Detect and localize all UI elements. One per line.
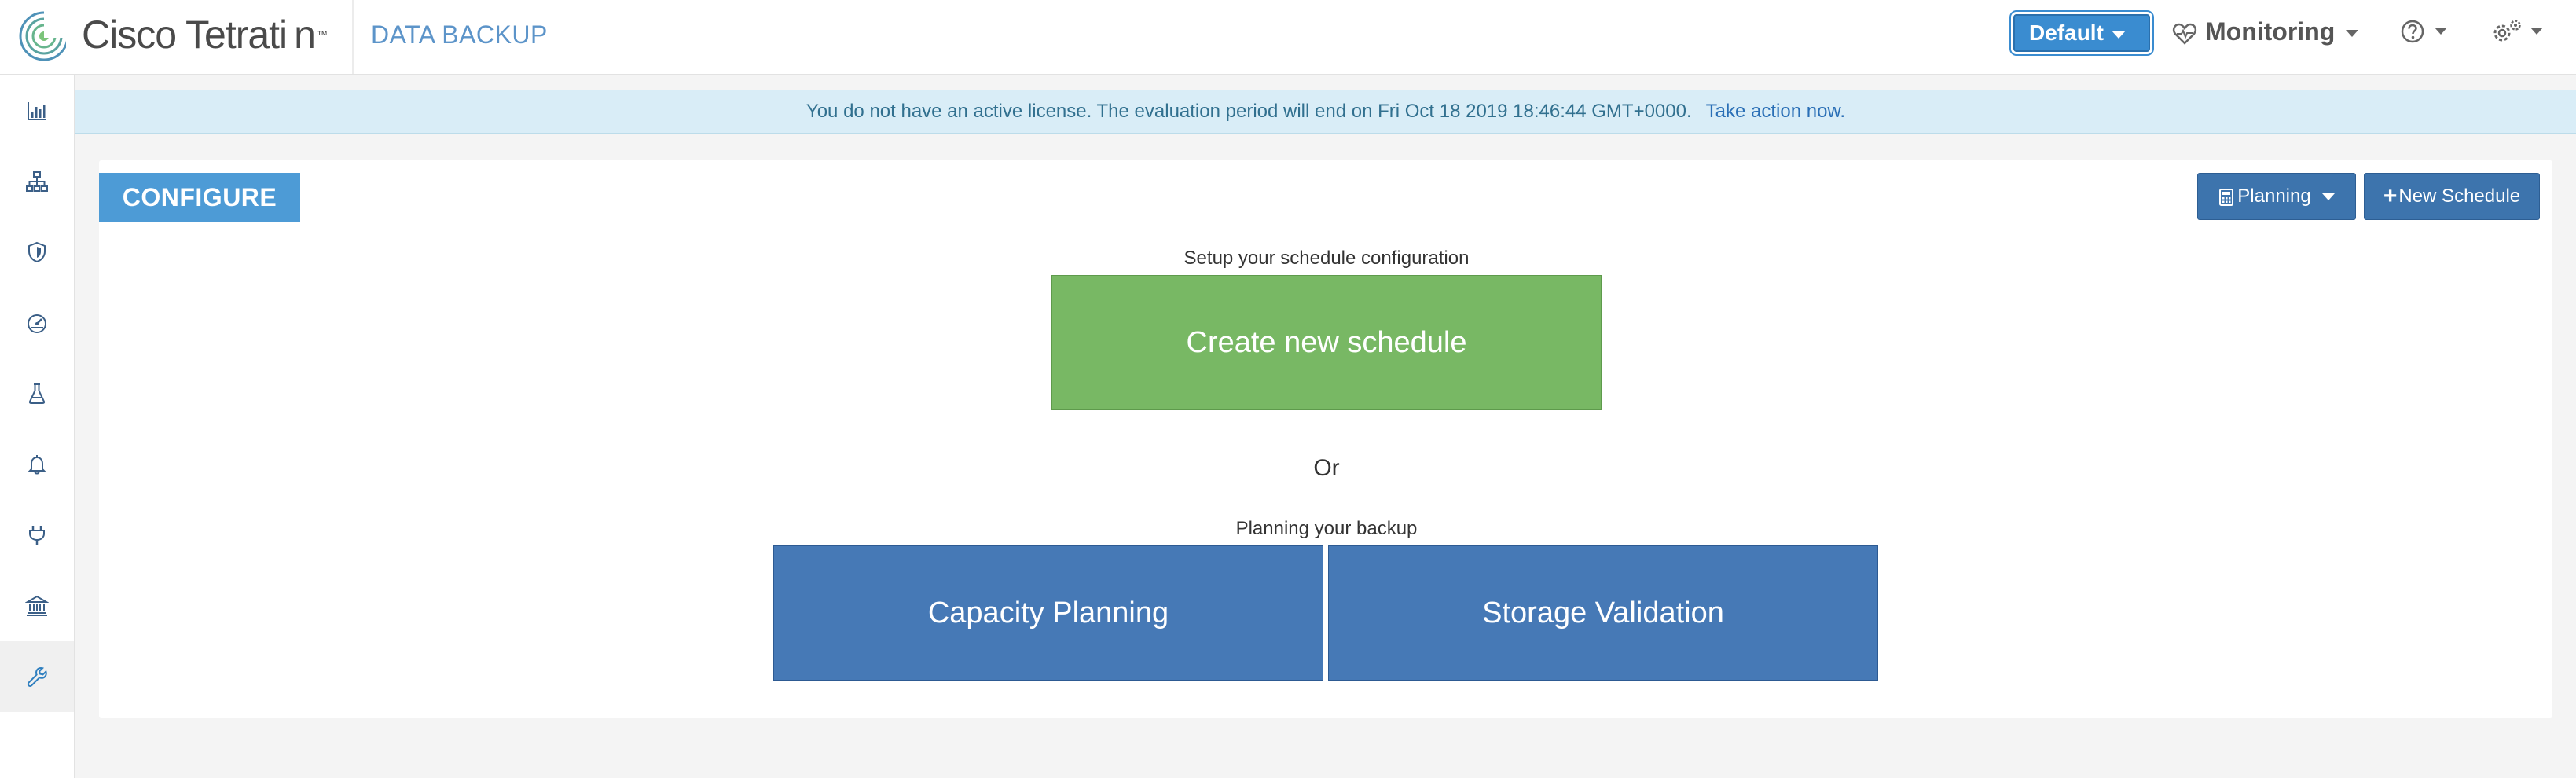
scope-label: Default	[2029, 20, 2104, 45]
wrench-icon	[27, 666, 47, 688]
help-menu[interactable]	[2400, 14, 2447, 49]
monitoring-label: Monitoring	[2205, 17, 2336, 46]
new-schedule-label: New Schedule	[2398, 185, 2521, 207]
section-title: CONFIGURE	[99, 173, 300, 222]
sidebar-item-alerts[interactable]	[0, 429, 74, 500]
chevron-down-icon	[2435, 28, 2447, 35]
sitemap-icon	[26, 171, 48, 192]
planning-label: Planning	[2237, 185, 2311, 207]
calculator-icon	[2219, 188, 2234, 206]
new-schedule-button[interactable]: +New Schedule	[2364, 173, 2540, 220]
sidebar-item-dashboard[interactable]	[0, 75, 74, 146]
header-divider	[352, 0, 354, 74]
plug-icon	[29, 526, 45, 545]
sidebar-item-organization[interactable]	[0, 571, 74, 641]
storage-validation-button[interactable]: Storage Validation	[1328, 545, 1878, 681]
sidebar-item-experiments[interactable]	[0, 358, 74, 429]
scope-dropdown-button[interactable]: Default	[2013, 14, 2150, 52]
gears-icon	[2493, 20, 2521, 42]
sidebar-item-maintenance[interactable]	[0, 641, 74, 712]
bell-icon	[28, 455, 46, 475]
plus-icon: +	[2383, 183, 2398, 209]
sidebar-item-monitoring[interactable]	[0, 288, 74, 358]
or-separator: Or	[1313, 455, 1340, 481]
heartbeat-icon	[2172, 23, 2197, 45]
monitoring-menu[interactable]: Monitoring	[2172, 14, 2359, 49]
sidebar-item-topology[interactable]	[0, 146, 74, 217]
license-warning-banner: You do not have an active license. The e…	[75, 90, 2576, 134]
chevron-down-icon	[2530, 28, 2543, 35]
configure-panel: CONFIGURE Planning +New Schedule Setup y…	[99, 160, 2552, 718]
chevron-down-icon	[2346, 30, 2359, 38]
planning-backup-label: Planning your backup	[1235, 518, 1418, 539]
settings-menu[interactable]	[2491, 14, 2543, 49]
page-title: DATA BACKUP	[371, 20, 548, 49]
left-sidebar	[0, 75, 75, 778]
create-new-schedule-button[interactable]: Create new schedule	[1051, 275, 1602, 410]
capacity-planning-button[interactable]: Capacity Planning	[773, 545, 1323, 681]
sidebar-item-security[interactable]	[0, 217, 74, 288]
flask-icon	[28, 383, 46, 404]
bar-chart-icon	[28, 102, 46, 120]
sidebar-item-connectors[interactable]	[0, 500, 74, 571]
chevron-down-icon	[2111, 30, 2126, 39]
planning-dropdown-button[interactable]: Planning	[2197, 173, 2356, 220]
dashboard-gauge-icon	[28, 314, 46, 333]
setup-schedule-label: Setup your schedule configuration	[1183, 248, 1470, 269]
take-action-link[interactable]: Take action now.	[1705, 101, 1846, 122]
help-circle-icon	[2401, 20, 2424, 43]
shield-icon	[28, 241, 46, 263]
chevron-down-icon	[2321, 193, 2335, 201]
cisco-tetration-logo-icon[interactable]	[16, 6, 66, 63]
bank-icon	[25, 595, 49, 616]
license-message: You do not have an active license. The e…	[805, 101, 1692, 122]
